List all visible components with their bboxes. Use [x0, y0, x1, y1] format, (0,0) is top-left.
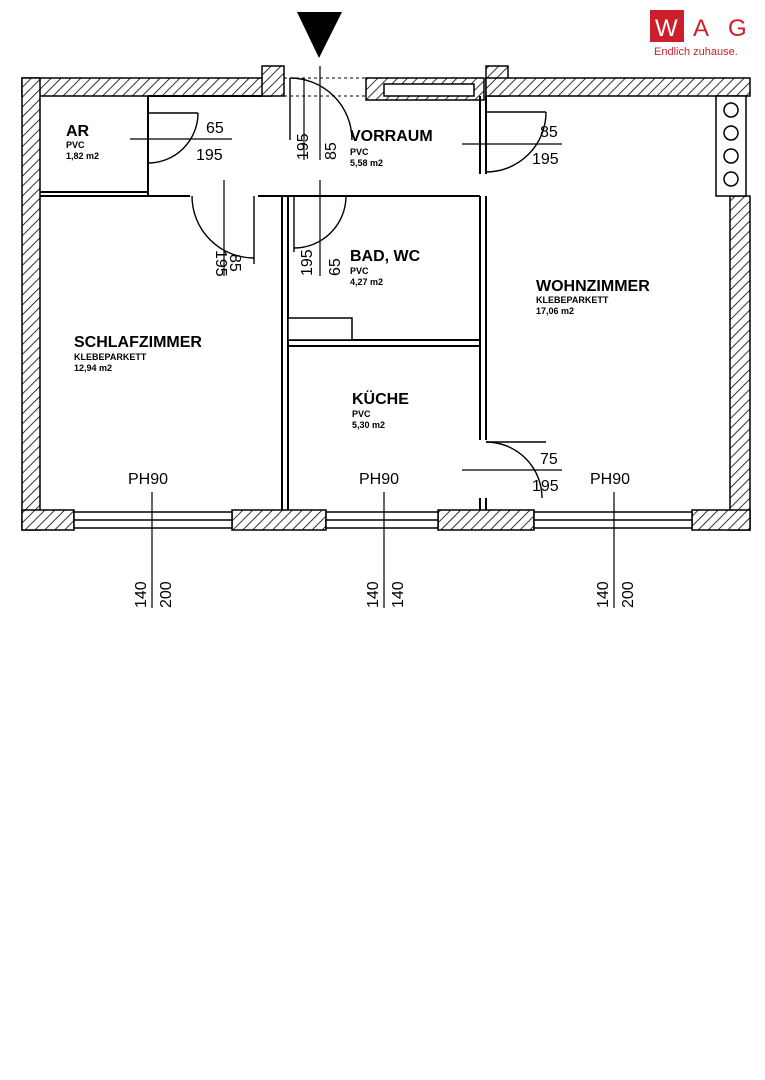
door-entrance-width: 85: [323, 142, 340, 160]
door-wohnzimmer-width: 85: [540, 124, 558, 141]
room-vorraum-area: 5,58 m2: [350, 158, 383, 168]
outer-walls: [21, 65, 751, 531]
interior-walls: [40, 95, 487, 510]
window-kueche-a: 140: [365, 581, 382, 608]
door-wohnzimmer-height: 195: [532, 151, 559, 168]
room-schlafzimmer-area: 12,94 m2: [74, 363, 112, 373]
dimension-lines: [130, 66, 615, 608]
room-bad-area: 4,27 m2: [350, 277, 383, 287]
door-ar-height: 195: [196, 147, 223, 164]
door-kueche-height: 195: [532, 478, 559, 495]
room-bad-floor: PVC: [350, 266, 369, 276]
room-kueche-floor: PVC: [352, 409, 371, 419]
window-wohnzimmer-ph: PH90: [590, 471, 630, 488]
door-kueche-width: 75: [540, 451, 558, 468]
stove: [715, 95, 747, 197]
door-schlafzimmer-height: 195: [212, 250, 229, 277]
room-schlafzimmer-floor: KLEBEPARKETT: [74, 352, 147, 362]
room-ar-area: 1,82 m2: [66, 151, 99, 161]
window-schlafzimmer-a: 140: [133, 581, 150, 608]
window-kueche-ph: PH90: [359, 471, 399, 488]
window-wohnzimmer-b: 200: [620, 581, 637, 608]
room-ar-floor: PVC: [66, 140, 85, 150]
door-ar-width: 65: [206, 120, 224, 137]
room-bad-name: BAD, WC: [350, 248, 421, 265]
entrance-arrow-icon: [297, 12, 342, 58]
logo-letter-a: A: [693, 15, 709, 42]
door-schlafzimmer-width: 85: [226, 254, 243, 272]
room-kueche-area: 5,30 m2: [352, 420, 385, 430]
bad-shaft: [287, 317, 353, 341]
room-schlafzimmer-name: SCHLAFZIMMER: [74, 334, 202, 351]
bottom-windows: [73, 511, 693, 529]
door-swings: [147, 77, 547, 499]
room-kueche-name: KÜCHE: [352, 389, 409, 408]
window-schlafzimmer-ph: PH90: [128, 471, 168, 488]
room-wohnzimmer-floor: KLEBEPARKETT: [536, 295, 609, 305]
room-vorraum-floor: PVC: [350, 147, 369, 157]
door-bad-width: 65: [327, 258, 344, 276]
wag-logo: W A G: [650, 10, 747, 42]
room-wohnzimmer-name: WOHNZIMMER: [536, 278, 650, 295]
vorraum-top-window: [383, 83, 475, 97]
door-bad-height: 195: [299, 249, 316, 276]
room-vorraum-name: VORRAUM: [350, 128, 433, 145]
room-wohnzimmer-area: 17,06 m2: [536, 306, 574, 316]
logo-letter-w: W: [655, 15, 678, 42]
door-entrance-height: 195: [295, 133, 312, 160]
room-ar-name: AR: [66, 123, 90, 140]
logo-tagline: Endlich zuhause.: [654, 46, 738, 58]
window-schlafzimmer-b: 200: [158, 581, 175, 608]
logo-letter-g: G: [728, 15, 747, 42]
window-wohnzimmer-a: 140: [595, 581, 612, 608]
window-kueche-b: 140: [390, 581, 407, 608]
